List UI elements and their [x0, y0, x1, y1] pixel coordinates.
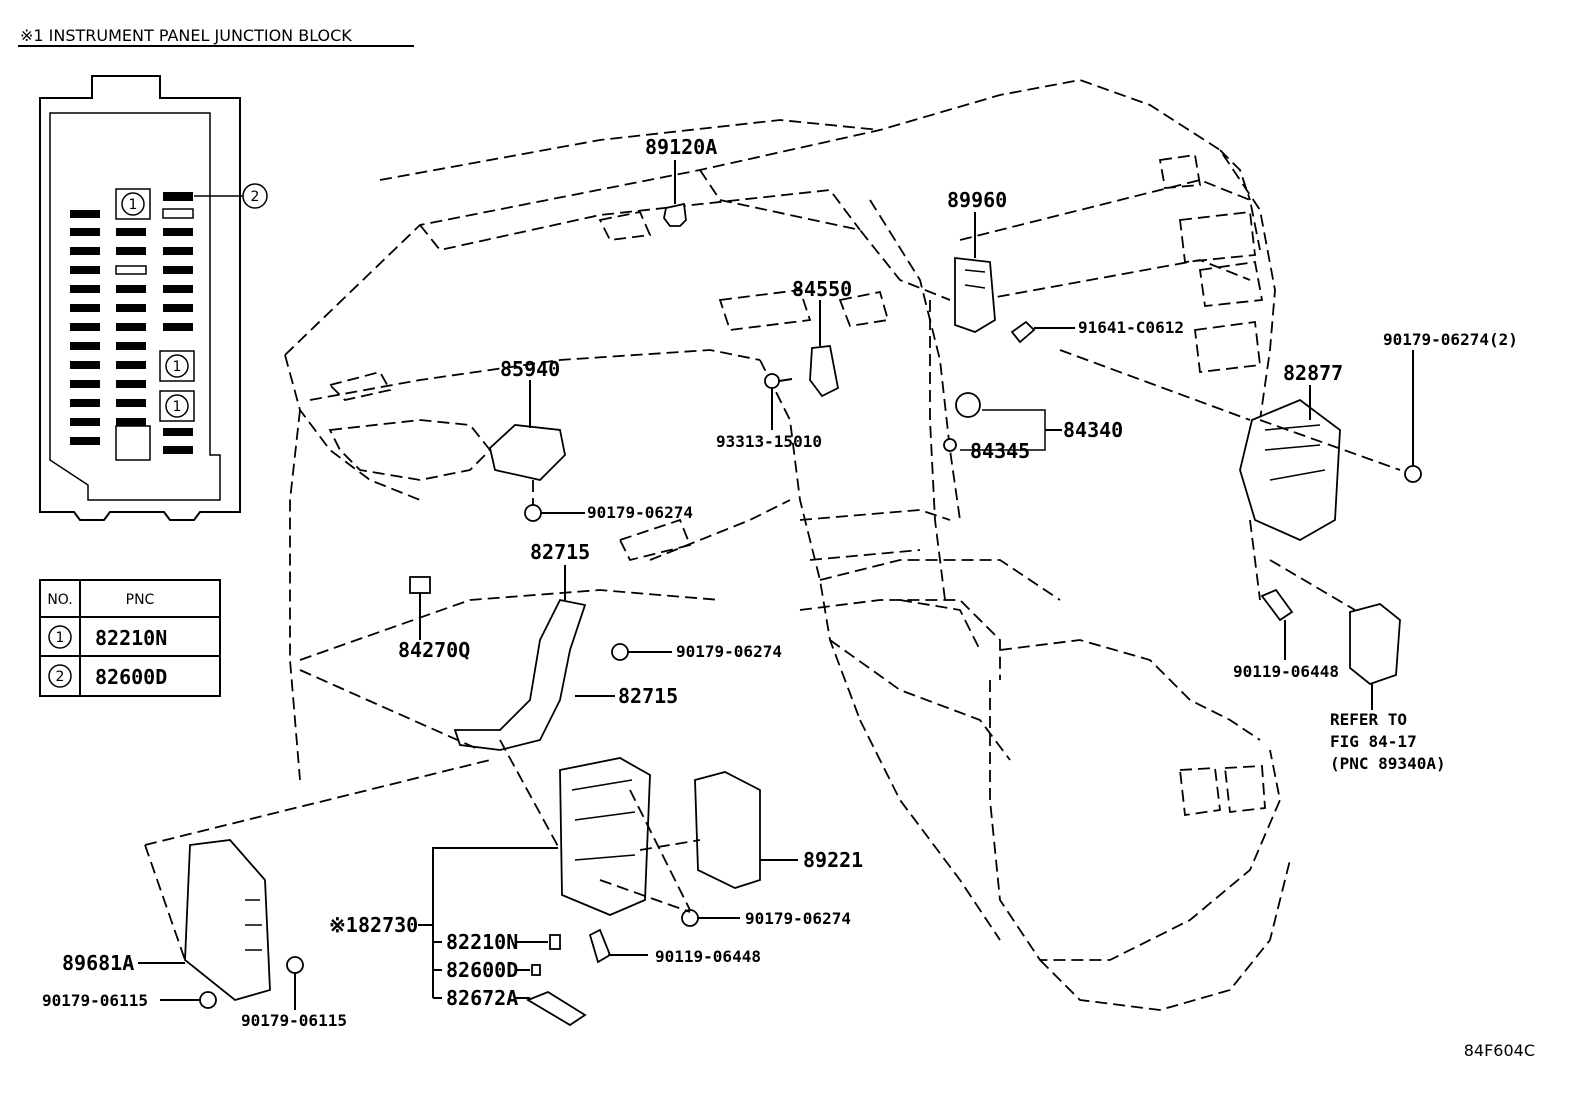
label-refer-line-2: FIG 84-17 — [1330, 732, 1417, 751]
label-82715-a: 82715 — [530, 540, 590, 564]
part-90179-nut-right — [1404, 350, 1422, 483]
label-90179-06274-a: 90179-06274 — [587, 503, 693, 522]
label-90119-06448-a: 90119-06448 — [1233, 662, 1339, 681]
legend-row-2-no: 2 — [56, 669, 65, 685]
legend-table: NO. PNC 1 82210N 2 82600D — [39, 579, 221, 697]
part-82600D-fuse — [515, 964, 541, 976]
part-90119-bolt-right — [1260, 588, 1294, 660]
part-89960-sensor — [954, 212, 996, 333]
part-89120A-clip — [663, 160, 687, 227]
part-90179-nut-a — [524, 504, 585, 522]
junction-block-panel: 1 1 1 2 — [39, 75, 268, 521]
part-84340-switch — [943, 392, 1062, 452]
part-84270Q-switch — [409, 576, 431, 640]
label-90179-06274-b: 90179-06274 — [676, 642, 782, 661]
part-90179-06115-nut-b — [286, 956, 304, 1010]
leader-dashes — [144, 349, 1401, 961]
label-ref-mark: ※1 — [329, 913, 358, 937]
part-82210N-fuse — [515, 934, 561, 950]
label-89221: 89221 — [803, 848, 863, 872]
part-84550-switch — [809, 300, 840, 398]
label-90179-06115-b: 90179-06115 — [241, 1011, 347, 1030]
part-82730-junction-block — [559, 757, 651, 916]
diagram-title: ※1 INSTRUMENT PANEL JUNCTION BLOCK — [20, 26, 352, 45]
label-84270Q: 84270Q — [398, 638, 470, 662]
part-refer-module — [1349, 603, 1401, 710]
label-82730: 82730 — [358, 913, 418, 937]
label-90179-06115-a: 90179-06115 — [42, 991, 148, 1010]
part-91641-bolt — [1010, 320, 1075, 344]
label-82715-b: 82715 — [618, 684, 678, 708]
legend-col-pnc: PNC — [126, 592, 155, 608]
callout-two: 2 — [251, 189, 260, 205]
legend-row-2-pnc: 82600D — [95, 665, 167, 689]
part-89681A-module — [138, 839, 271, 1001]
fuse-grid — [70, 188, 195, 461]
label-90179-06274-c: 90179-06274 — [745, 909, 851, 928]
label-82877: 82877 — [1283, 361, 1343, 385]
label-82600D: 82600D — [446, 958, 518, 982]
figure-id: 84F604C — [1464, 1041, 1535, 1060]
label-84550: 84550 — [792, 277, 852, 301]
fuse-slot-1 — [115, 188, 151, 220]
legend-row-1-no: 1 — [56, 630, 65, 646]
label-85940: 85940 — [500, 357, 560, 381]
part-82672A-cover — [515, 990, 587, 1027]
part-90179-06115-nut-a — [160, 991, 217, 1009]
fuse-circle-c: 1 — [173, 399, 182, 415]
part-85940-module — [489, 380, 566, 481]
label-84340: 84340 — [1063, 418, 1123, 442]
instrument-panel-outline — [284, 79, 1291, 1011]
label-82672A: 82672A — [446, 986, 518, 1010]
label-93313-15010: 93313-15010 — [716, 432, 822, 451]
label-90179-06274-2: 90179-06274(2) — [1383, 330, 1518, 349]
group-82730-bracket — [418, 847, 558, 999]
label-refer-line-1: REFER TO — [1330, 710, 1407, 729]
label-91641-C0612: 91641-C0612 — [1078, 318, 1184, 337]
label-89120A: 89120A — [645, 135, 717, 159]
label-84345: 84345 — [970, 439, 1030, 463]
fuse-circle-a: 1 — [129, 197, 138, 213]
legend-row-1-pnc: 82210N — [95, 626, 167, 650]
part-89221-ecu — [694, 771, 798, 889]
part-90179-nut-c — [681, 909, 740, 927]
label-89681A: 89681A — [62, 951, 134, 975]
fuse-circle-b: 1 — [173, 359, 182, 375]
legend-col-no: NO. — [47, 592, 72, 608]
part-90179-nut-b — [611, 643, 672, 661]
part-82715-brace — [453, 565, 615, 751]
part-93313-screw — [764, 373, 793, 430]
label-90119-06448-b: 90119-06448 — [655, 947, 761, 966]
label-refer-line-3: (PNC 89340A) — [1330, 754, 1446, 773]
label-82210N: 82210N — [446, 930, 518, 954]
part-90119-bolt-b — [588, 928, 648, 964]
label-89960: 89960 — [947, 188, 1007, 212]
part-82877-bracket — [1239, 385, 1341, 542]
